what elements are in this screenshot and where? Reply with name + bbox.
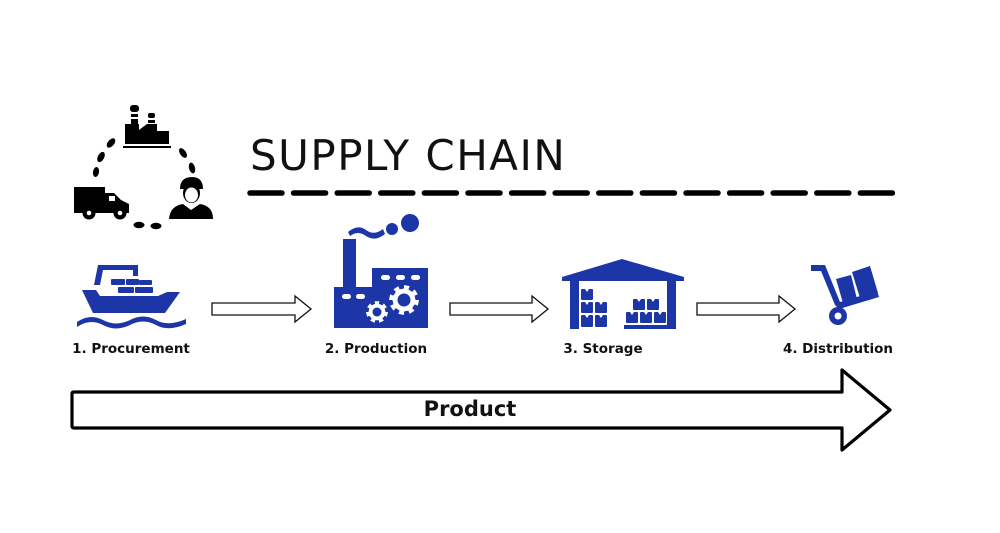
step-label-production: 2. Production — [324, 341, 428, 357]
dotted-cycle-ring — [92, 138, 196, 230]
arrow-production-to-storage — [449, 294, 550, 324]
warehouse-icon — [562, 259, 684, 329]
diagram-title: SUPPLY CHAIN — [250, 131, 567, 180]
arrow-procurement-to-production — [211, 294, 313, 324]
hand-truck-icon — [811, 265, 879, 325]
step-label-distribution: 4. Distribution — [782, 341, 894, 357]
product-flow-label: Product — [423, 397, 517, 421]
step-arrows — [211, 294, 797, 324]
step-label-procurement: 1. Procurement — [72, 341, 190, 357]
factory-gears-icon — [334, 214, 428, 328]
step-label-storage: 3. Storage — [563, 341, 643, 357]
cycle-graphic — [74, 105, 213, 230]
gear-large — [389, 285, 419, 315]
person-icon — [169, 177, 213, 219]
arrow-storage-to-distribution — [696, 294, 797, 324]
truck-icon — [74, 187, 129, 220]
gear-small — [366, 301, 388, 323]
cargo-ship-icon — [77, 265, 186, 329]
title-dashed-underline — [247, 190, 896, 196]
factory-icon — [123, 105, 171, 148]
